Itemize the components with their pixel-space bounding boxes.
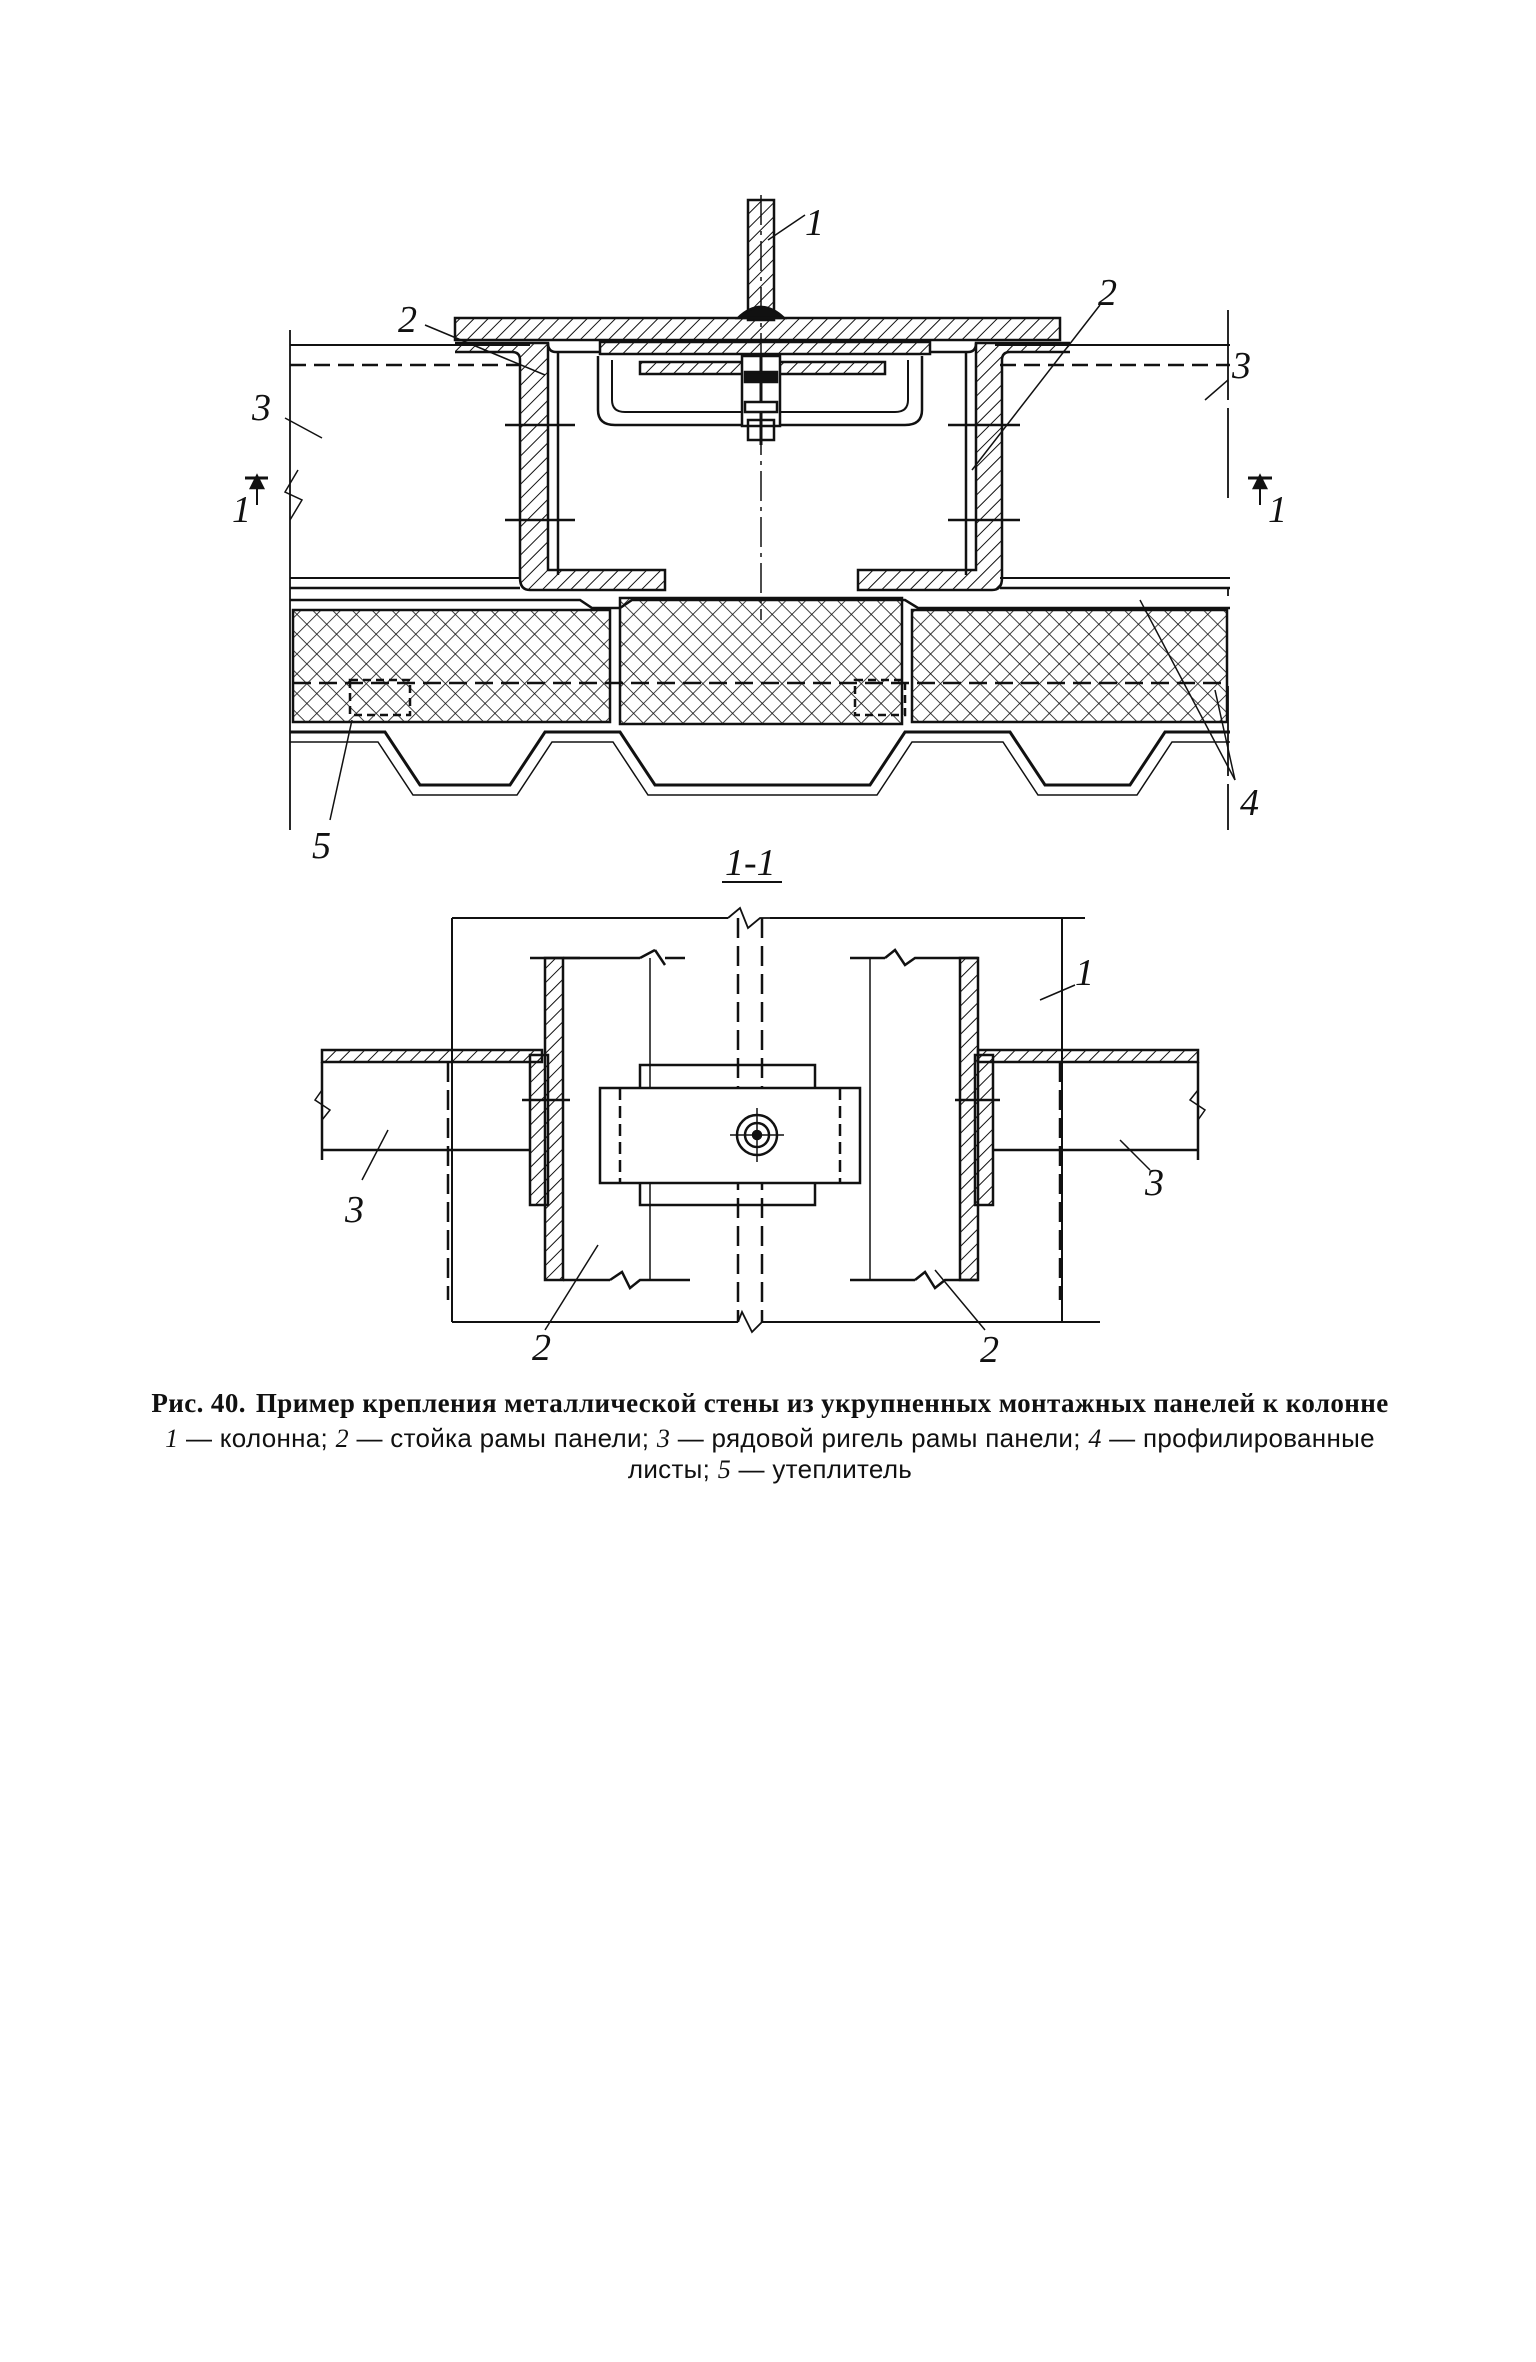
legend-item: 4 — профилированные листы;	[627, 1423, 1375, 1484]
section-cut-right	[1248, 473, 1272, 505]
label-3-left: 3	[251, 387, 271, 429]
section-cut-left	[245, 469, 304, 521]
label-3-section-left: 3	[344, 1189, 364, 1231]
frame-post-right	[856, 341, 1070, 592]
rail-left	[289, 330, 530, 830]
rail-right	[995, 310, 1230, 830]
column-web	[734, 195, 788, 620]
label-section-mark-right: 1	[1268, 489, 1287, 531]
label-2-right: 2	[1098, 272, 1117, 314]
figure-title: Пример крепления металлической стены из …	[255, 1388, 1389, 1418]
legend-item: 5 — утеплитель	[717, 1454, 913, 1484]
figure-caption: Рис. 40. Пример крепления металлической с…	[150, 1388, 1390, 1485]
rail-section-left	[313, 1048, 570, 1300]
plan-view	[245, 195, 1272, 830]
connection-plate	[598, 1063, 862, 1207]
section-view	[313, 906, 1207, 1334]
rail-section-right	[955, 1048, 1207, 1300]
label-3-right: 3	[1231, 345, 1251, 387]
bolt-connection	[596, 340, 932, 445]
legend-item: 3 — рядовой ригель рамы панели;	[656, 1423, 1081, 1453]
insulation	[291, 596, 1229, 726]
section-title: 1-1	[725, 842, 776, 884]
post-section-right	[850, 948, 980, 1290]
frame-post-left	[455, 341, 667, 592]
figure-number: Рис. 40.	[151, 1388, 246, 1418]
post-section-left	[530, 948, 690, 1290]
technical-drawing: 1 2 2 3 3 1 1 4 5 1-1	[232, 195, 1287, 1371]
label-5: 5	[312, 825, 331, 867]
caption-legend: 1 — колонна; 2 — стойка рамы панели; 3 —…	[150, 1423, 1390, 1485]
legend-item: 2 — стойка рамы панели;	[335, 1423, 650, 1453]
label-1-top: 1	[805, 202, 824, 244]
label-2-section-right: 2	[980, 1329, 999, 1371]
label-1-section: 1	[1075, 952, 1094, 994]
label-4: 4	[1240, 782, 1259, 824]
legend-item: 1 — колонна;	[165, 1423, 329, 1453]
column-flange	[453, 316, 1062, 342]
label-3-section-right: 3	[1144, 1162, 1164, 1204]
profiled-sheet-lower	[290, 730, 1230, 787]
caption-title: Рис. 40. Пример крепления металлической с…	[150, 1388, 1390, 1419]
label-2-left: 2	[398, 299, 417, 341]
label-2-section-left: 2	[532, 1327, 551, 1369]
label-section-mark-left: 1	[232, 489, 251, 531]
